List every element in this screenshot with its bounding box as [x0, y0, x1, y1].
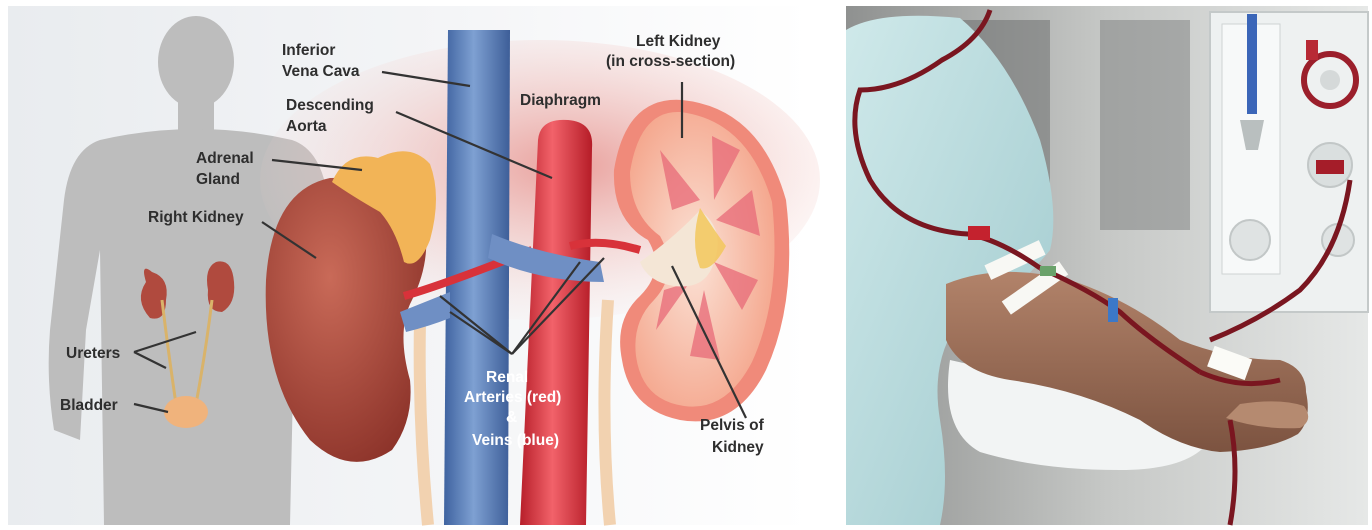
- label-right-kidney: Right Kidney: [148, 209, 244, 226]
- label-descending-aorta-1: Descending: [286, 97, 374, 114]
- label-pelvis-of-kidney-1: Pelvis of: [700, 417, 765, 434]
- label-left-kidney-1: Left Kidney: [636, 33, 721, 50]
- label-bladder: Bladder: [60, 397, 118, 414]
- label-inferior-vena-cava-1: Inferior: [282, 42, 335, 59]
- label-adrenal-gland-2: Gland: [196, 171, 240, 188]
- anatomy-illustration: Inferior Vena Cava Descending Aorta Diap…: [8, 6, 820, 525]
- label-renal-3: &: [506, 409, 517, 426]
- label-renal-4: Veins (blue): [472, 432, 559, 449]
- label-diaphragm: Diaphragm: [520, 92, 601, 109]
- label-renal-1: Renal: [486, 369, 528, 386]
- label-inferior-vena-cava-2: Vena Cava: [282, 63, 360, 80]
- label-pelvis-of-kidney-2: Kidney: [712, 439, 764, 456]
- label-descending-aorta-2: Aorta: [286, 118, 327, 135]
- label-left-kidney-2: (in cross-section): [606, 53, 735, 70]
- line-clamp-red: [968, 226, 990, 240]
- dialysis-photo: [846, 6, 1368, 525]
- line-clamp-blue: [1108, 298, 1118, 322]
- label-adrenal-gland-1: Adrenal: [196, 150, 254, 167]
- dialysis-machine: [1210, 12, 1368, 312]
- left-ureter: [604, 300, 610, 525]
- label-renal-2: Arteries (red): [464, 389, 561, 406]
- label-ureters: Ureters: [66, 345, 120, 362]
- line-clamp-green: [1040, 266, 1056, 276]
